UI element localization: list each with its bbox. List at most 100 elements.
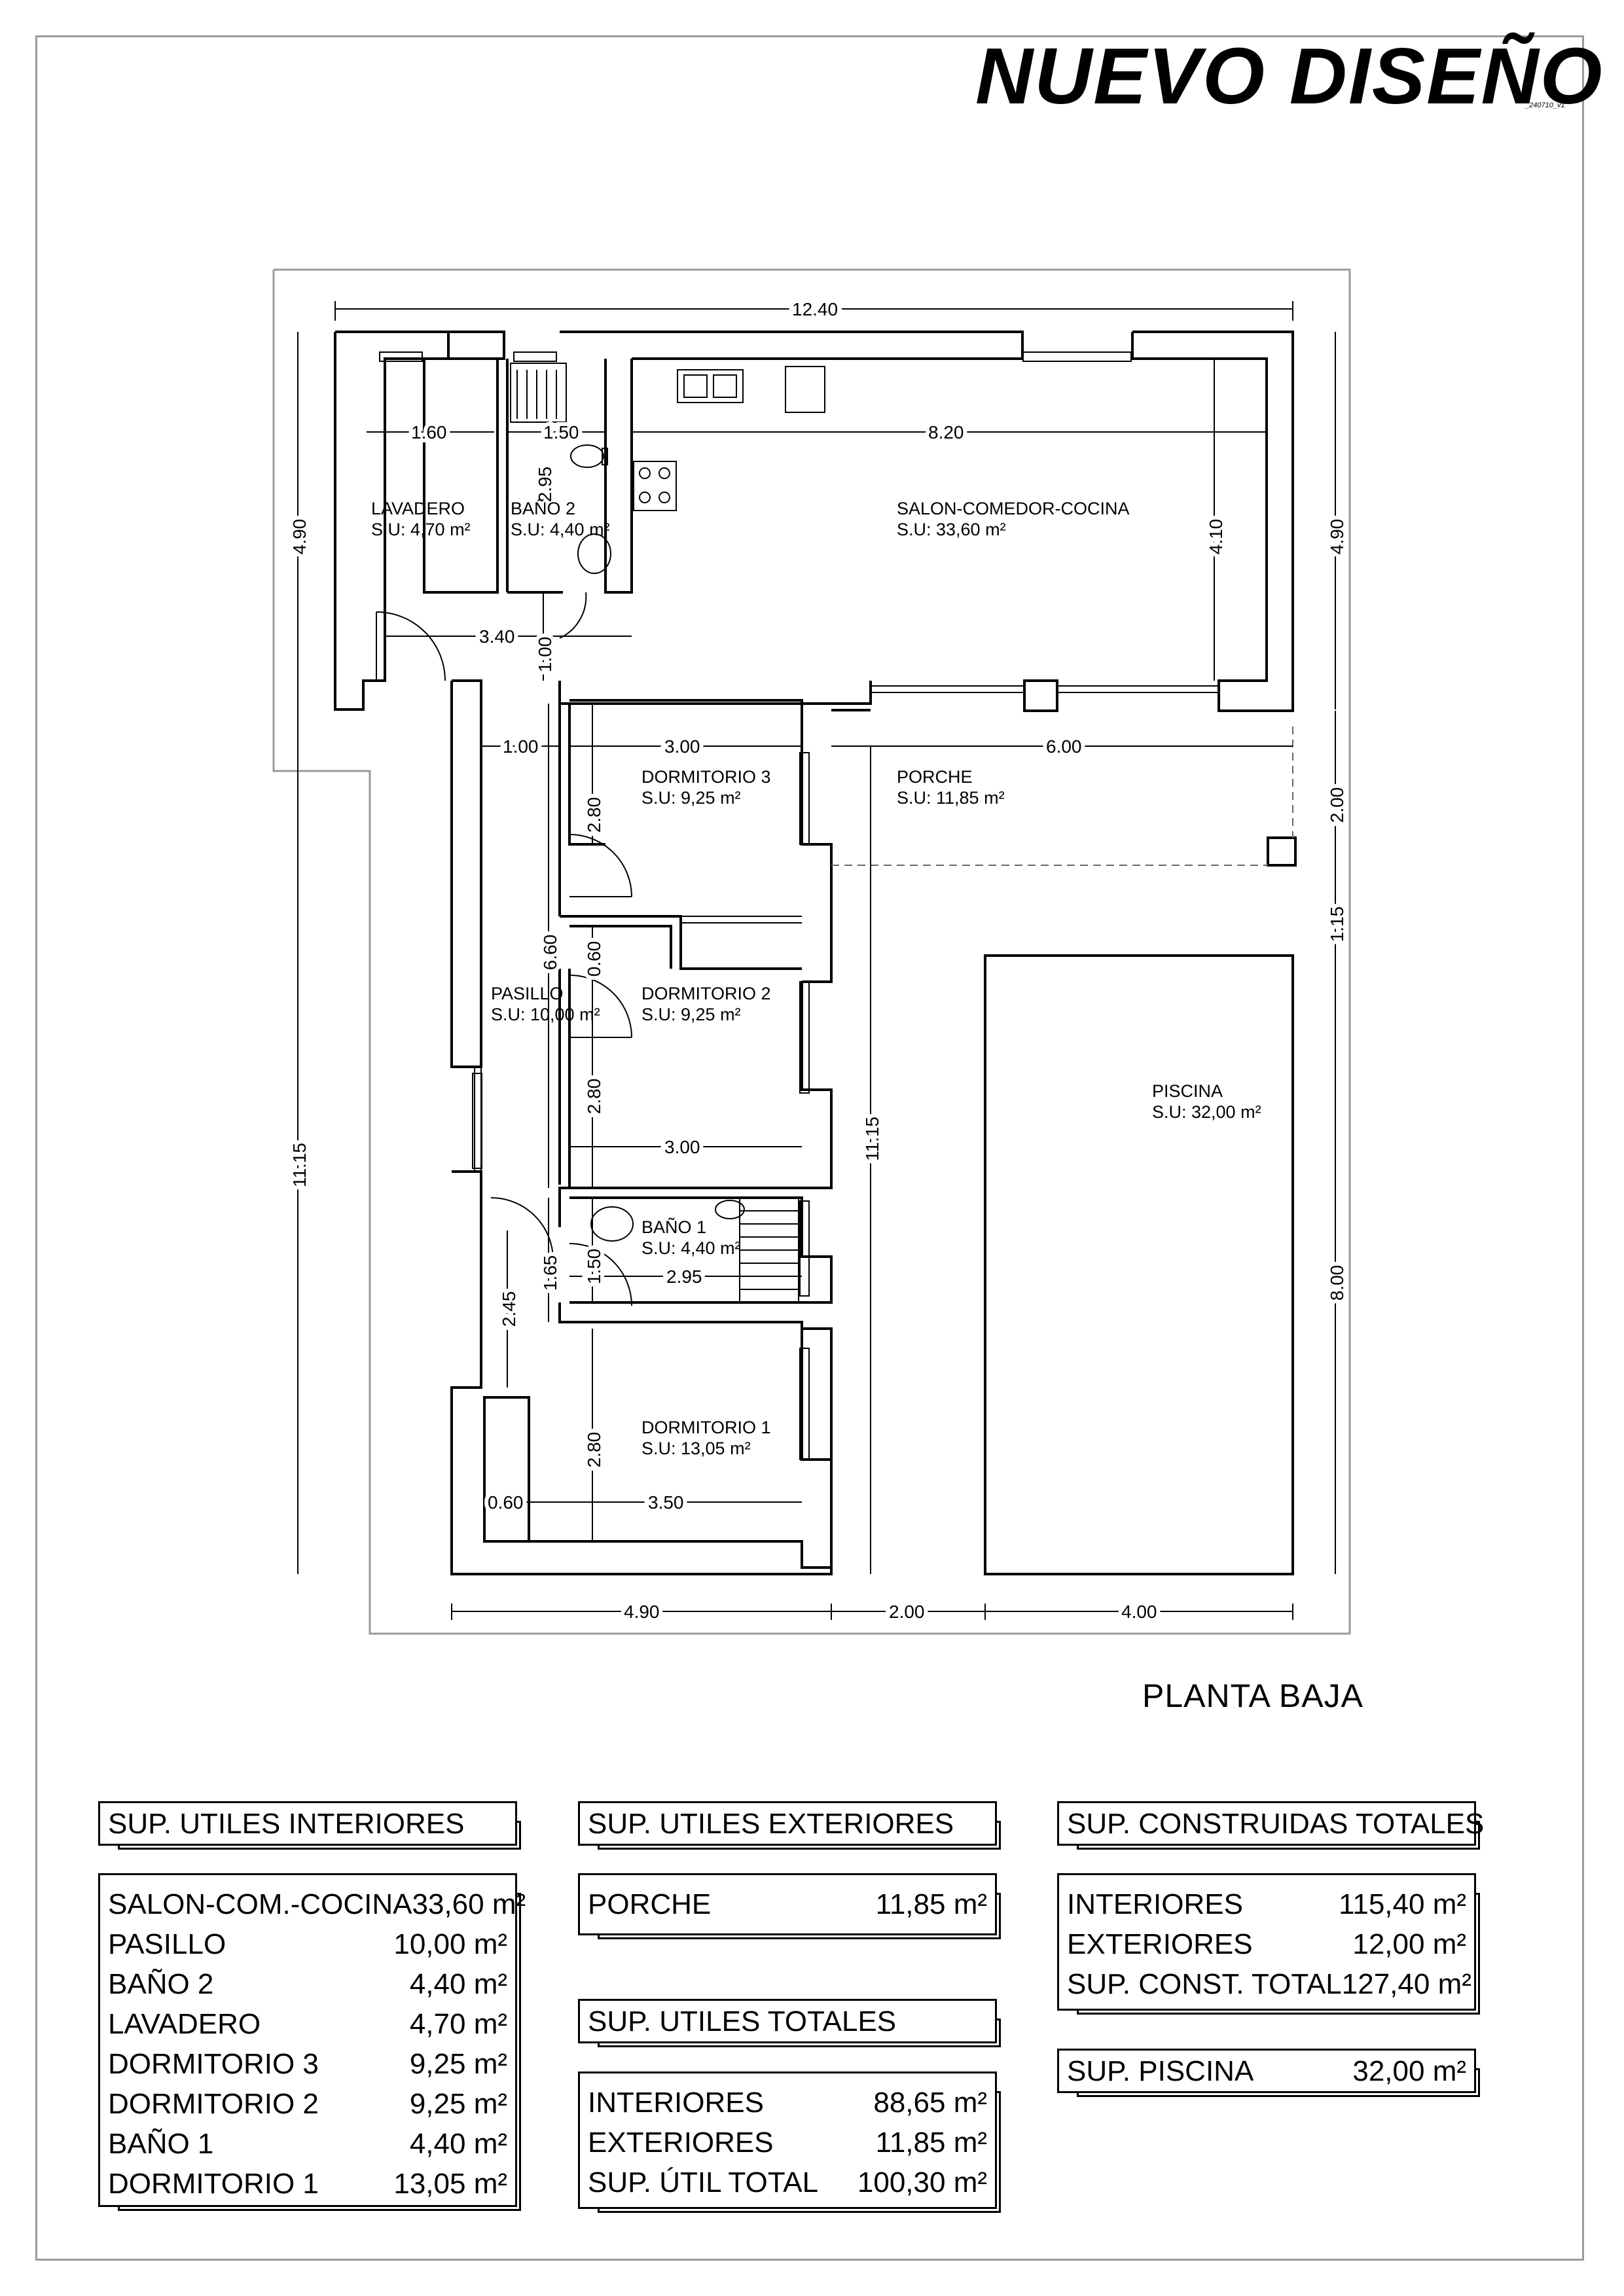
dim-bano2-h: 2.95 (535, 467, 555, 503)
piscina-table: SUP. PISCINA 32,00 m² (1057, 2049, 1476, 2093)
plot-outline (272, 268, 1351, 1635)
piscina-value: 32,00 m² (1352, 2055, 1466, 2087)
dim-dorm2-w: 3.00 (664, 1137, 700, 1157)
room-salon-area: S.U: 33,60 m² (897, 520, 1006, 539)
room-bano2-name: BAÑO 2 (511, 498, 575, 518)
dim-gap-h: 1.15 (1327, 906, 1347, 942)
dim-salon-h: 4.10 (1206, 519, 1226, 555)
dim-left-top-h: 4.90 (289, 519, 310, 555)
dim-lavadero-w: 1.60 (411, 422, 447, 442)
dim-bottom-b: 2.00 (889, 1602, 925, 1622)
room-dorm1-name: DORMITORIO 1 (641, 1418, 771, 1437)
walls (334, 331, 1297, 1575)
dim-mid-h: 11.15 (862, 1117, 882, 1161)
room-dorm2-name: DORMITORIO 2 (641, 984, 771, 1003)
dim-dorm3-w: 3.00 (664, 736, 700, 757)
room-lavadero-area: S.U: 4,70 m² (371, 520, 471, 539)
room-piscina-area: S.U: 32,00 m² (1152, 1102, 1261, 1122)
interiores-title: SUP. UTILES INTERIORES (108, 1808, 465, 1840)
dim-porche-w: 6.00 (1046, 736, 1082, 757)
dim-piscina-h: 8.00 (1327, 1265, 1347, 1301)
room-porche-area: S.U: 11,85 m² (897, 788, 1005, 808)
room-dorm2-area: S.U: 9,25 m² (641, 1005, 741, 1024)
room-labels: LAVADERO S.U: 4,70 m² BAÑO 2 S.U: 4,40 m… (371, 498, 1261, 1458)
dim-bottom-c: 4.00 (1121, 1602, 1157, 1622)
exteriores-header-box: SUP. UTILES EXTERIORES (578, 1801, 997, 1846)
piscina-row: SUP. PISCINA 32,00 m² (1059, 2051, 1474, 2092)
dim-dorm3-h: 2.80 (584, 797, 604, 833)
construidas-title: SUP. CONSTRUIDAS TOTALES (1067, 1808, 1485, 1840)
dim-pasillo-h: 6.60 (540, 935, 560, 971)
room-pasillo-name: PASILLO (491, 984, 564, 1003)
dim-left-h: 11.15 (289, 1143, 310, 1187)
windows (379, 351, 1132, 1460)
room-piscina-name: PISCINA (1152, 1081, 1223, 1101)
dimension-labels: 12.40 1.60 1.50 8.20 4.10 2.95 4.90 4.90… (285, 295, 1351, 1626)
doors (376, 592, 632, 1306)
room-dorm1-area: S.U: 13,05 m² (641, 1439, 751, 1458)
room-porche-name: PORCHE (897, 767, 973, 787)
version-label: _240710_v1 (1525, 101, 1565, 109)
exteriores-title: SUP. UTILES EXTERIORES (588, 1808, 954, 1840)
dim-bottom-a: 4.90 (624, 1602, 660, 1622)
room-bano2-area: S.U: 4,40 m² (511, 520, 610, 539)
room-lavadero-name: LAVADERO (371, 499, 465, 518)
dim-pasillo-w: 1.00 (503, 736, 539, 757)
dim-bano2-w: 1.50 (543, 422, 579, 442)
plan-title: PLANTA BAJA (1142, 1677, 1363, 1714)
dim-entry-h: 2.45 (499, 1291, 519, 1327)
construidas-header-box: SUP. CONSTRUIDAS TOTALES (1057, 1801, 1485, 1846)
fixtures (510, 363, 825, 1303)
dimension-lines (297, 301, 1336, 1620)
piscina-label: SUP. PISCINA (1067, 2055, 1254, 2087)
room-dorm3-name: DORMITORIO 3 (641, 767, 771, 787)
dim-dorm1-w: 3.50 (648, 1492, 684, 1513)
room-salon-name: SALON-COMEDOR-COCINA (897, 499, 1130, 518)
dim-salon-w: 8.20 (928, 422, 964, 442)
interiores-header-box: SUP. UTILES INTERIORES (98, 1801, 517, 1846)
dim-hall-h: 1.00 (535, 637, 555, 673)
dim-bano1-h: 1.50 (584, 1249, 604, 1285)
sheet-border (35, 35, 1584, 2261)
dim-dorm1-h: 2.80 (584, 1432, 604, 1468)
totales-title: SUP. UTILES TOTALES (588, 2005, 897, 2037)
page-title: NUEVO DISEÑO (975, 31, 1604, 120)
room-pasillo-area: S.U: 10,00 m² (491, 1005, 600, 1024)
dim-hall-w: 3.40 (479, 626, 515, 647)
dim-bano1-w: 2.95 (666, 1266, 702, 1287)
dim-total-width: 12.40 (792, 299, 838, 319)
room-dorm3-area: S.U: 9,25 m² (641, 788, 741, 808)
dim-closet-w: 0.60 (488, 1492, 524, 1513)
totales-header-box: SUP. UTILES TOTALES (578, 1999, 997, 2043)
dim-dorm2-h: 2.80 (584, 1079, 604, 1115)
dim-pasillo2-h: 1.65 (540, 1255, 560, 1291)
room-bano1-area: S.U: 4,40 m² (641, 1238, 741, 1258)
room-bano1-name: BAÑO 1 (641, 1217, 706, 1237)
dim-right-top-h: 4.90 (1327, 519, 1347, 555)
dim-porche-h: 2.00 (1327, 787, 1347, 823)
